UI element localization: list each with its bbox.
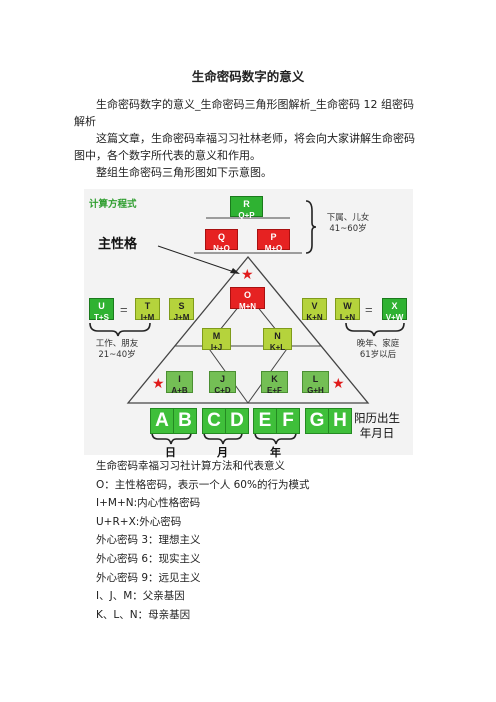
intro: 生命密码数字的意义_生命密码三角形图解析_生命密码 12 组密码解析 这篇文章，…	[74, 96, 424, 181]
letter-h: H	[328, 408, 352, 434]
line-item: I+M+N:内心性格密码	[96, 497, 201, 510]
intro-line-2: 这篇文章，生命密码幸福习习社林老师，将会向大家讲解生命密码图中，各个数字所代表的…	[74, 132, 415, 162]
line-item: 外心密码 9：远见主义	[96, 571, 201, 584]
line-item: U+R+X:外心密码	[96, 515, 182, 528]
star-icon: ★	[332, 376, 345, 392]
letter-g: G	[305, 408, 329, 434]
star-icon: ★	[241, 267, 254, 283]
day-label: 日	[165, 446, 176, 459]
line-heading: 生命密码幸福习习社计算方法和代表意义	[96, 460, 285, 472]
diagram-heading: 计算方程式	[89, 199, 137, 210]
main-character-label: 主性格	[98, 237, 138, 252]
letter-b: B	[173, 408, 197, 434]
line-item: I、J、M：父亲基因	[96, 590, 185, 603]
letter-a: A	[150, 408, 174, 434]
line-item: 外心密码 3：理想主义	[96, 534, 201, 547]
explanation-lines: 生命密码幸福习习社计算方法和代表意义 O：主性格密码，表示一个人 60%的行为模…	[96, 457, 456, 624]
letter-f: F	[276, 408, 300, 434]
intro-line-3: 整组生命密码三角形图如下示意图。	[96, 166, 272, 179]
page-title: 生命密码数字的意义	[191, 69, 305, 84]
intro-line-1: 生命密码数字的意义_生命密码三角形图解析_生命密码 12 组密码解析	[74, 98, 414, 128]
year-label: 年	[270, 446, 281, 459]
month-label: 月	[217, 446, 228, 459]
equals-sign-left: =	[120, 302, 128, 317]
star-icon: ★	[152, 376, 165, 392]
line-item: O：主性格密码，表示一个人 60%的行为模式	[96, 478, 310, 491]
equals-sign-right: =	[365, 302, 373, 317]
letter-e: E	[253, 408, 277, 434]
birth-date-label: 阳历出生年月日	[354, 411, 400, 440]
line-item: K、L、N：母亲基因	[96, 608, 191, 621]
letter-c: C	[202, 408, 226, 434]
line-item: 外心密码 6：现实主义	[96, 552, 201, 565]
letter-d: D	[225, 408, 249, 434]
